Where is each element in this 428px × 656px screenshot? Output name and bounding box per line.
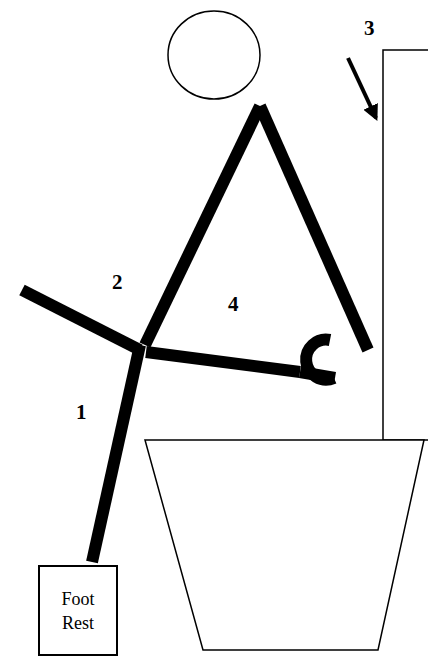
foot-rest-box: Foot Rest [38, 565, 118, 656]
wall-cabinet [383, 50, 428, 440]
callout-number: 4 [228, 292, 239, 316]
hook-join [300, 372, 335, 378]
raised-leg-line [22, 290, 140, 350]
callout-number: 3 [364, 16, 375, 40]
callout-number: 2 [112, 270, 123, 294]
callout-number: 1 [76, 400, 87, 424]
head-outline [168, 11, 260, 99]
direction-arrow [348, 58, 376, 118]
back-line [145, 106, 260, 345]
standing-leg-line [92, 345, 140, 562]
thigh-line [146, 352, 300, 372]
arm-line [260, 106, 368, 350]
basin-shape [145, 440, 424, 650]
box-label: Foot Rest [49, 587, 107, 635]
